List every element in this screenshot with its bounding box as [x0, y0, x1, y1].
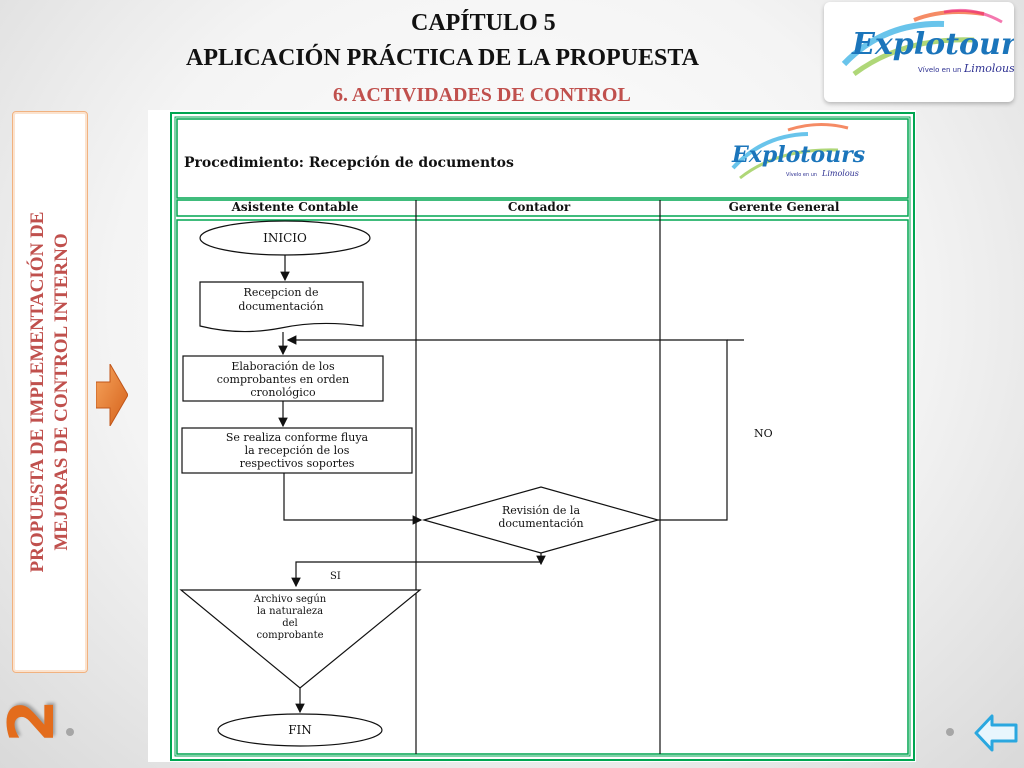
elaboration-process-line-2: comprobantes en orden	[217, 373, 350, 386]
small-logo-wordmark: Explotours	[731, 142, 865, 168]
review-decision-line-1: Revisión de la	[502, 504, 580, 517]
procedure-title-row	[176, 118, 909, 199]
side-banner: PROPUESTA DE IMPLEMENTACIÓN DE MEJORAS D…	[12, 111, 88, 673]
diagram-frame	[170, 112, 915, 761]
end-terminal	[217, 713, 383, 747]
lane-label-gerente: Gerente General	[729, 200, 840, 214]
side-banner-line-2: MEJORAS DE CONTROL INTERNO	[51, 233, 72, 551]
reception-document-line-2: documentación	[238, 300, 323, 313]
review-decision-line-2: documentación	[498, 517, 583, 530]
archive-merge-line-1: Archivo según	[253, 594, 327, 605]
support-process-node	[181, 427, 413, 474]
small-logo-brand: Limolous	[821, 169, 859, 178]
nav-dot-right	[946, 728, 954, 736]
archive-merge-line-2: la naturaleza	[257, 606, 323, 617]
no-loop-connector	[286, 335, 728, 521]
archive-merge-node	[179, 589, 422, 689]
page-title: APLICACIÓN PRÁCTICA DE LA PROPUESTA	[186, 45, 699, 71]
small-logo-tagline: Vívelo en un	[786, 171, 817, 178]
section-subtitle: 6. ACTIVIDADES DE CONTROL	[333, 84, 631, 106]
logo-tagline: Vívelo en un	[918, 66, 961, 74]
yes-branch-connector	[291, 561, 541, 588]
archive-merge-line-3: del	[282, 618, 298, 629]
elaboration-process-line-1: Elaboración de los	[231, 360, 335, 373]
lane-header-row	[176, 199, 909, 217]
support-process-line-2: la recepción de los	[245, 444, 350, 457]
lane-label-asistente: Asistente Contable	[231, 200, 359, 214]
procedure-title: Procedimiento: Recepción de documentos	[184, 155, 514, 171]
swoosh-icon	[841, 8, 1003, 77]
lane-body	[176, 219, 909, 755]
explotours-logo: Explotours Vívelo en un Limolous	[824, 2, 1024, 102]
logo-brand: Limolous	[963, 62, 1014, 75]
back-arrow-button[interactable]	[974, 712, 1020, 754]
archive-merge-line-4: comprobante	[256, 630, 323, 641]
start-label: INICIO	[263, 231, 307, 245]
side-banner-line-1: PROPUESTA DE IMPLEMENTACIÓN DE	[27, 211, 48, 573]
slide-number: 2	[0, 699, 68, 743]
explotours-small-logo: Explotours Vívelo en un Limolous	[731, 123, 865, 180]
logo-wordmark: Explotours	[851, 27, 1014, 62]
end-label: FIN	[288, 723, 312, 737]
reception-document-node	[199, 281, 364, 333]
support-process-line-3: respectivos soportes	[240, 457, 355, 470]
lane-label-contador: Contador	[508, 200, 571, 214]
flowchart: Procedimiento: Recepción de documentos E…	[148, 110, 916, 762]
nav-dot-left	[66, 728, 74, 736]
elaboration-process-node	[182, 355, 384, 402]
chapter-title: CAPÍTULO 5	[411, 10, 556, 36]
support-process-line-1: Se realiza conforme fluya	[226, 431, 369, 444]
reception-document-line-1: Recepcion de	[244, 286, 319, 299]
yes-branch-label: SI	[330, 571, 341, 582]
arrow-right-icon	[96, 364, 128, 426]
elaboration-process-line-3: cronológico	[250, 386, 316, 399]
no-branch-label: NO	[754, 427, 773, 440]
